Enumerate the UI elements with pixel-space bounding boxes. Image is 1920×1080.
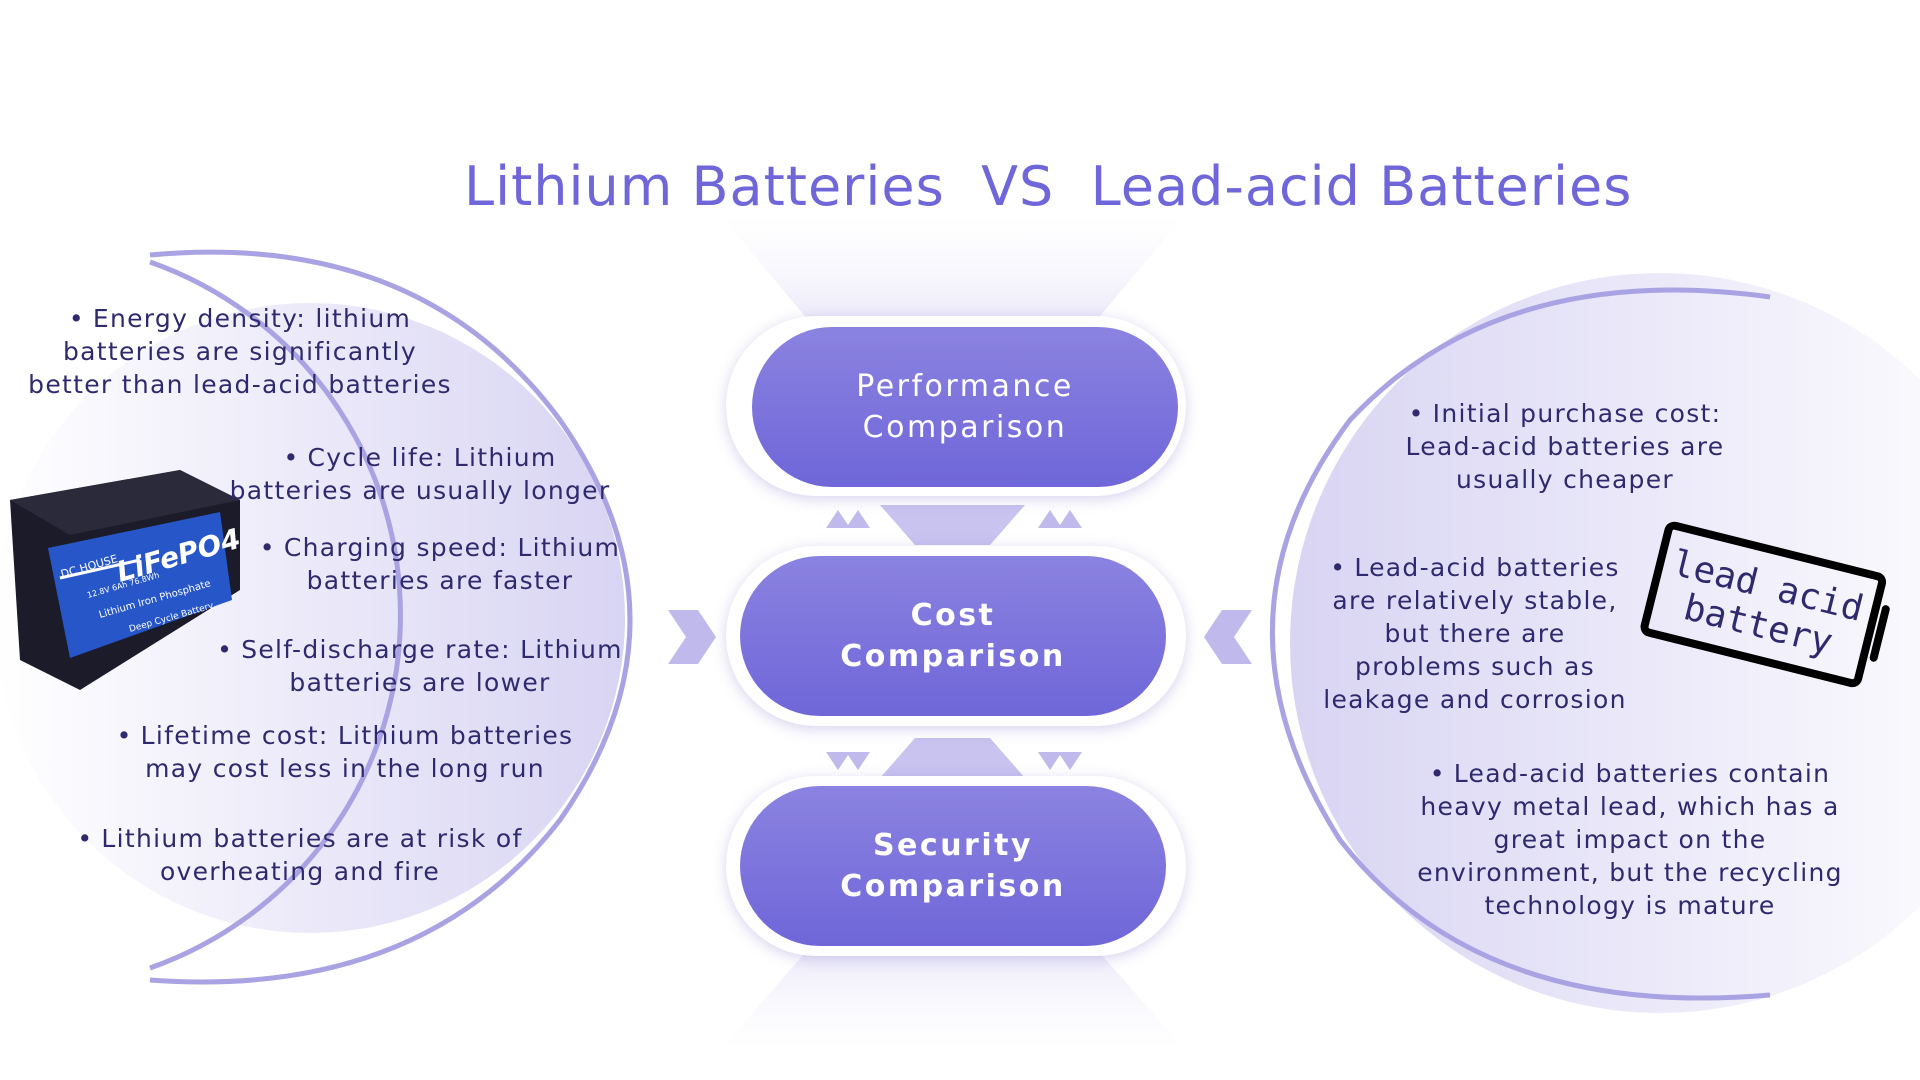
lead-acid-point-1: •Initial purchase cost: Lead-acid batter… — [1405, 399, 1725, 494]
connector-top — [880, 505, 1025, 545]
performance-comparison[interactable]: Performance Comparison — [752, 327, 1178, 487]
lead-acid-battery-icon: lead acid battery — [1640, 521, 1890, 688]
lithium-point-2: •Cycle life: Lithium batteries are usual… — [229, 443, 611, 505]
title-right: Lead-acid Batteries — [1090, 155, 1633, 218]
chevron-up-icon — [826, 510, 1082, 528]
chevron-left-icon — [1204, 610, 1252, 664]
title-vs: VS — [981, 155, 1055, 218]
chevron-down-icon — [826, 752, 1082, 770]
right-circle-fill — [1290, 273, 1920, 1013]
lithium-point-6: •Lithium batteries are at risk of overhe… — [77, 824, 523, 886]
right-arc — [1270, 287, 1771, 1001]
lithium-point-3: •Charging speed: Lithium batteries are f… — [259, 533, 621, 595]
left-circle-fill — [0, 303, 625, 933]
title-left: Lithium Batteries — [463, 155, 945, 218]
lithium-point-4: •Self-discharge rate: Lithium batteries … — [217, 635, 623, 697]
left-arc — [149, 249, 633, 985]
bottom-funnel — [720, 930, 1185, 1050]
lithium-point-1: •Energy density: lithium batteries are s… — [28, 304, 452, 399]
battery-icon: DC HOUSE LiFePO4 Lithium Iron Phosphate … — [10, 470, 244, 690]
top-funnel — [720, 215, 1185, 340]
connector-bottom — [880, 738, 1025, 778]
lithium-point-5: •Lifetime cost: Lithium batteries may co… — [116, 721, 574, 783]
lead-acid-point-3: •Lead-acid batteries contain heavy metal… — [1417, 759, 1843, 920]
lead-acid-point-2: •Lead-acid batteries are relatively stab… — [1323, 553, 1627, 714]
cost-comparison[interactable]: Cost Comparison — [740, 556, 1166, 716]
left-circle-arc — [149, 259, 403, 971]
chevron-right-icon — [668, 610, 716, 664]
security-comparison[interactable]: Security Comparison — [740, 786, 1166, 946]
page-title: Lithium Batteries VS Lead-acid Batteries — [0, 92, 1920, 218]
